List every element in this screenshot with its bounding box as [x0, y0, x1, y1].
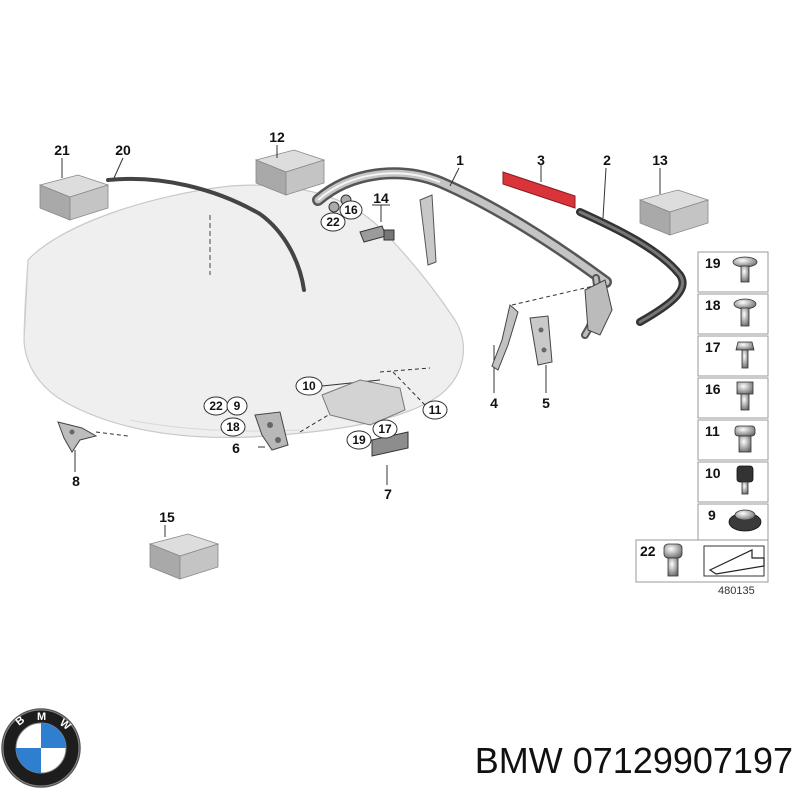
bolt-22-icon: [663, 543, 683, 577]
screw-19-icon: [732, 256, 758, 283]
svg-text:10: 10: [302, 379, 316, 393]
callout-2: 2: [603, 152, 611, 168]
callout-9: 9: [226, 396, 248, 416]
part-number-caption: BMW 07129907197: [408, 738, 793, 784]
callout-7: 7: [384, 486, 392, 502]
roof-seal-20: [106, 176, 306, 292]
legend-num-18: 18: [705, 297, 721, 313]
hinge-bracket-8: [57, 421, 98, 453]
diagram-ref-number: 480135: [718, 585, 755, 597]
screw-16-icon: [736, 381, 754, 411]
lever-4: [491, 304, 519, 371]
screw-18-icon: [733, 298, 757, 327]
nut-11-icon: [734, 425, 756, 453]
legend-num-19: 19: [705, 255, 721, 271]
legend-num-22: 22: [640, 543, 656, 559]
parts-box-21: [39, 174, 109, 221]
callout-19: 19: [346, 430, 372, 450]
callout-20: 20: [115, 142, 131, 158]
callout-14: 14: [373, 190, 389, 206]
brand-name: BMW: [474, 740, 563, 781]
hinge-bracket-6: [254, 411, 289, 451]
callout-6: 6: [232, 440, 240, 456]
seal-strip-2: [576, 208, 687, 326]
stud-10-icon: [736, 465, 754, 495]
svg-text:18: 18: [226, 420, 240, 434]
callout-4: 4: [490, 395, 498, 411]
callout-17: 17: [372, 419, 398, 439]
legend-num-11: 11: [705, 423, 720, 439]
nut-9-icon: [728, 509, 762, 532]
svg-text:M: M: [37, 711, 46, 723]
callout-3: 3: [537, 152, 545, 168]
svg-text:11: 11: [429, 403, 442, 417]
svg-text:16: 16: [344, 203, 358, 217]
fastener-legend: 19 18 17 16 11 10 9 22: [635, 251, 769, 597]
callout-8: 8: [72, 473, 80, 489]
callout-1: 1: [456, 152, 464, 168]
callout-22-top: 22: [320, 212, 346, 232]
parts-box-15: [149, 533, 219, 580]
callout-18: 18: [220, 417, 246, 437]
legend-num-17: 17: [705, 339, 721, 355]
red-seal-3: [502, 168, 576, 209]
callout-11: 11: [422, 400, 448, 420]
svg-text:19: 19: [352, 433, 366, 447]
callout-13: 13: [652, 152, 668, 168]
part-number: 07129907197: [572, 740, 793, 781]
callout-10: 10: [295, 376, 323, 396]
plate-5: [529, 315, 553, 366]
callout-21: 21: [54, 142, 70, 158]
parts-box-13: [639, 189, 709, 236]
svg-text:9: 9: [234, 399, 241, 413]
screw-17-icon: [735, 341, 755, 369]
callout-15: 15: [159, 509, 175, 525]
legend-num-10: 10: [705, 465, 721, 481]
callout-12: 12: [269, 129, 285, 145]
svg-text:22: 22: [326, 215, 340, 229]
callout-16-top: 16: [339, 200, 363, 220]
svg-text:17: 17: [378, 422, 392, 436]
support-bracket: [419, 194, 437, 266]
legend-num-16: 16: [705, 381, 721, 397]
callout-22-mid: 22: [203, 396, 229, 416]
clip-14: [359, 225, 395, 243]
arrow-indicator-icon: [703, 545, 765, 577]
legend-num-9: 9: [708, 507, 716, 523]
svg-text:22: 22: [209, 399, 223, 413]
mount-cluster: [321, 279, 613, 426]
bmw-logo: B M W: [1, 708, 81, 788]
callout-5: 5: [542, 395, 550, 411]
